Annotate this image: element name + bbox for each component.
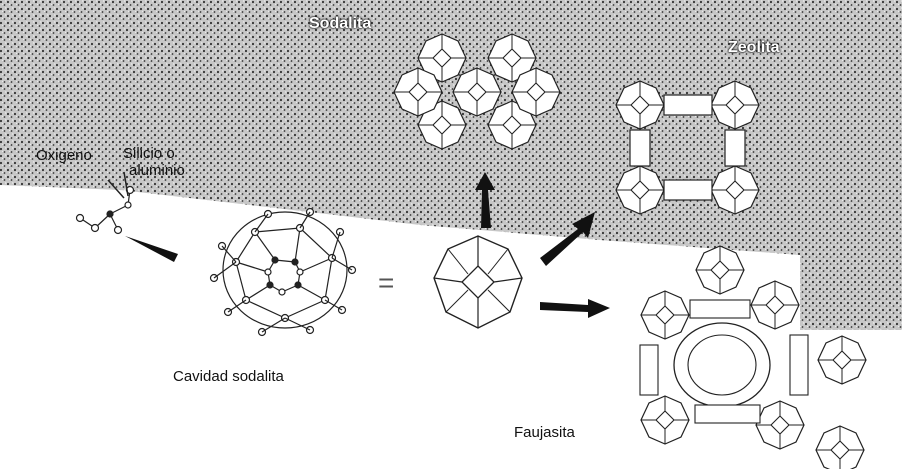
zeolite-label: Zeolita	[728, 40, 780, 57]
arrow-to-faujasite	[540, 299, 610, 318]
faujasite-label: Faujasita	[514, 425, 575, 441]
sodalite-cavity-model	[211, 209, 356, 336]
sodalite-label: Sodalita	[309, 16, 371, 33]
truncated-octahedron	[434, 236, 522, 328]
arrow-to-cavity	[125, 236, 178, 262]
silicon-label-line2: aluminio	[129, 163, 185, 179]
oxygen-label: Oxigeno	[36, 148, 92, 164]
sodalite-cavity-label: Cavidad sodalita	[173, 369, 284, 385]
equals-sign: =	[378, 268, 394, 297]
silicon-label-line1: Silicio o	[123, 146, 175, 162]
